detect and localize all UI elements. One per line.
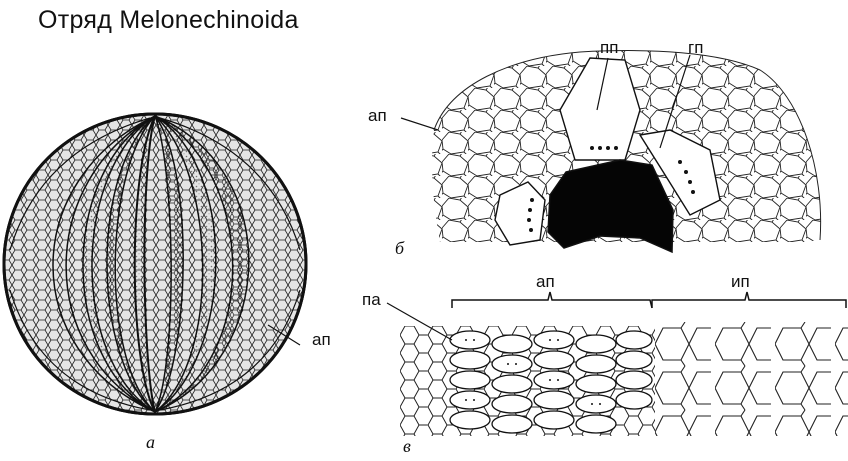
panel-letter-v: в bbox=[403, 436, 411, 457]
panel-letter-b: б bbox=[395, 238, 404, 259]
label-ap-panel-b: ап bbox=[368, 106, 387, 126]
label-pa: па bbox=[362, 290, 381, 310]
label-ap-panel-v: ап bbox=[536, 272, 555, 292]
echinoid-test-illustration bbox=[4, 114, 306, 414]
apical-plates-illustration bbox=[401, 51, 821, 252]
label-ap-panel-a: ап bbox=[312, 330, 331, 350]
plate-row-illustration bbox=[387, 292, 848, 436]
label-pp: пп bbox=[600, 38, 618, 58]
label-ip: ип bbox=[731, 272, 750, 292]
label-gp: гп bbox=[688, 38, 703, 58]
panel-letter-a: а bbox=[146, 432, 155, 453]
